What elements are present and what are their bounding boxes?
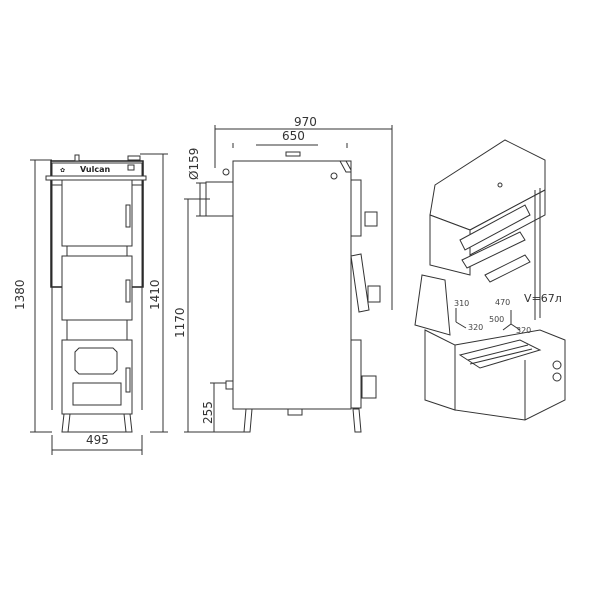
volume-label: V=67л bbox=[524, 292, 562, 305]
dim-255: 255 bbox=[201, 401, 215, 424]
dim-320-chamber: 320 bbox=[516, 326, 531, 335]
front-view: ✿ Vulcan 1380 1410 495 bbox=[13, 153, 168, 455]
logo-icon: ✿ bbox=[60, 167, 65, 174]
isometric-view: 310 320 470 500 320 V=67л bbox=[414, 139, 566, 421]
dim-1170: 1170 bbox=[173, 307, 187, 338]
dim-320-upper: 320 bbox=[468, 323, 483, 332]
side-view: 970 650 Ø159 1170 255 bbox=[173, 115, 393, 433]
dim-470: 470 bbox=[495, 298, 510, 307]
dim-d159: Ø159 bbox=[187, 148, 201, 180]
dim-1380: 1380 bbox=[13, 279, 27, 310]
dim-970: 970 bbox=[294, 115, 317, 129]
dim-500: 500 bbox=[489, 315, 504, 324]
dim-495: 495 bbox=[86, 433, 109, 447]
dim-310: 310 bbox=[454, 299, 469, 308]
dim-650: 650 bbox=[282, 129, 305, 143]
brand-label: Vulcan bbox=[80, 165, 110, 174]
dim-1410: 1410 bbox=[148, 279, 162, 310]
